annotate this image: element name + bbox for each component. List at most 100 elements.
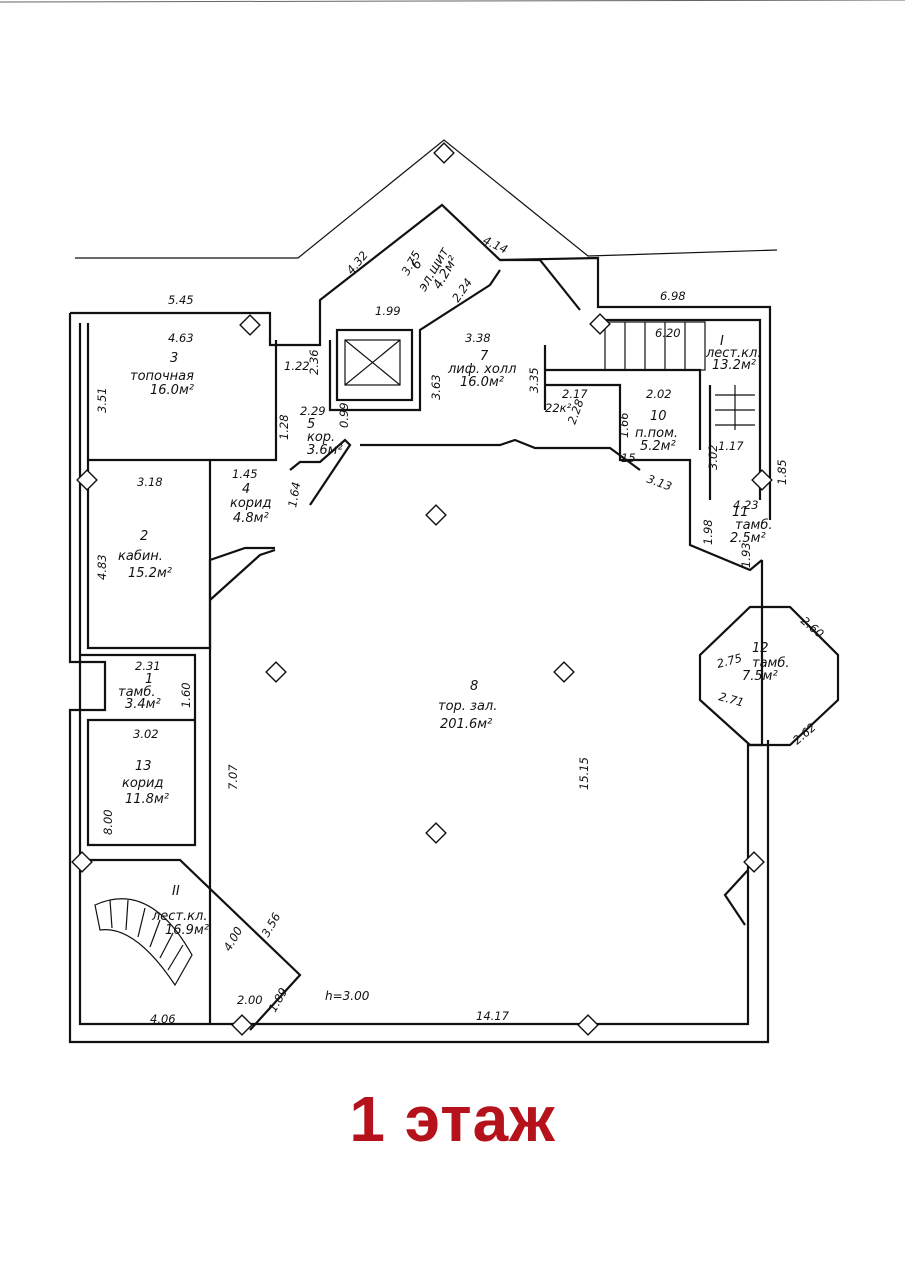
dim-label: 3.35 (527, 367, 541, 393)
room-12-number: 12 (752, 641, 769, 656)
dim-label: 4.14 (481, 233, 510, 257)
scan-edge (0, 0, 905, 3)
room-12-area: 7.5м² (742, 669, 778, 684)
room-ii-area: 16.9м² (165, 923, 209, 938)
room-8-area: 201.6м² (440, 717, 492, 732)
dim-label: 2.17 (562, 387, 588, 401)
room-1-area: 3.4м² (125, 697, 161, 712)
room-4-area: 4.8м² (233, 511, 269, 526)
room-2-name: кабин. (118, 549, 163, 564)
dim-label: 1.66 (617, 412, 631, 438)
dim-label: 3.56 (258, 910, 283, 939)
columns (71, 142, 773, 1036)
room-4-name: корид (230, 496, 272, 511)
ceiling-height-note: h=3.00 (325, 989, 370, 1003)
dim-label: 0.99 (337, 402, 351, 428)
room-11-number: 11 (732, 505, 749, 520)
dim-label: 1.85 (775, 459, 789, 485)
room-3-number: 3 (170, 351, 178, 366)
room-11-area: 2.5м² (730, 531, 766, 546)
dim-label: 1.93 (739, 542, 753, 568)
dim-label: 1.99 (375, 304, 401, 318)
room-2-area: 15.2м² (128, 566, 172, 581)
dim-label: 2.71 (717, 689, 745, 709)
room-ii-number: II (172, 884, 180, 899)
room-4-number: 4 (242, 482, 250, 497)
dim-label: 1.28 (277, 414, 291, 440)
dim-label: 3.38 (465, 331, 491, 345)
floor-title: 1 этаж (349, 1083, 556, 1155)
dim-label: 6.98 (660, 289, 686, 303)
dim-label: 2.36 (307, 349, 321, 375)
dim-label: 4.63 (168, 331, 194, 345)
room-8-number: 8 (470, 679, 478, 694)
dim-label: 3.13 (645, 472, 674, 494)
dim-label: 3.02 (706, 444, 720, 470)
room-5-number: 5 (307, 417, 315, 432)
site-boundary (75, 139, 778, 259)
staircase-i (604, 321, 755, 430)
staircase-ii (94, 898, 193, 987)
dim-label: 1.45 (232, 467, 258, 481)
room-10-number: 10 (650, 409, 667, 424)
outer-walls (68, 203, 772, 1044)
dim-label: 3.18 (137, 475, 163, 489)
dim-label: 1.17 (718, 439, 744, 453)
room-10-area: 5.2м² (640, 439, 676, 454)
room-13-number: 13 (135, 759, 152, 774)
room-1-number: 1 (145, 672, 153, 687)
room-i-number: I (720, 334, 724, 349)
dimension-labels: 5.45 4.63 3.51 3.18 4.83 2.31 1.60 3.02 … (95, 233, 827, 1026)
dim-label: 1.98 (701, 519, 715, 545)
lift-shaft (335, 328, 414, 402)
room-i-name: лест.кл. (705, 346, 761, 361)
room-2-number: 2 (140, 529, 148, 544)
dim-label: 1.60 (179, 682, 193, 708)
room-3-area: 16.0м² (150, 383, 194, 398)
dim-label: 2.29 (300, 404, 326, 418)
room-13-name: корид (122, 776, 164, 791)
dim-label: 1.22 (284, 359, 310, 373)
dim-label: 2.24 (449, 276, 475, 305)
dim-label: 2.75 (715, 651, 743, 671)
dim-label: 4.06 (150, 1012, 176, 1026)
dim-label: 3.02 (133, 727, 159, 741)
dim-label: 15 (621, 451, 636, 465)
room-10-name: п.пом. (635, 426, 678, 441)
bay-window (723, 869, 749, 926)
dim-label: 2.31 (135, 659, 161, 673)
room-5-name: кор. (307, 430, 335, 445)
dim-label: 15.15 (577, 757, 591, 790)
room-12-name: тамб. (752, 656, 790, 671)
room-ii-name: лест.кл. (151, 909, 207, 924)
room-1-name: тамб. (118, 685, 156, 700)
dim-label: 22к² (545, 401, 572, 415)
dim-label: 4.23 (733, 498, 759, 512)
room-7-number: 7 (480, 349, 489, 364)
dim-label: 2.00 (237, 993, 263, 1007)
room-3-name: топочная (130, 369, 194, 384)
room-11-name: тамб. (735, 518, 773, 533)
dim-label: 4.83 (95, 554, 109, 580)
room-8-name: тор. зал. (438, 699, 497, 714)
room-i-area: 13.2м² (712, 358, 756, 373)
dim-label: 2.62 (790, 720, 819, 747)
dim-label: 7.07 (226, 764, 240, 790)
dim-label: 1.64 (285, 481, 303, 509)
dim-label: 2.02 (646, 387, 672, 401)
dim-label: 8.00 (101, 809, 115, 835)
dim-label: 6.20 (655, 326, 681, 340)
room-7-area: 16.0м² (460, 375, 504, 390)
room-7-name: лиф. холл (447, 362, 516, 377)
dim-label: 5.45 (168, 293, 194, 307)
room-labels: 3 топочная 16.0м² 2 кабин. 15.2м² 1 тамб… (118, 245, 790, 938)
dim-label: 2.60 (798, 614, 827, 641)
room-13-area: 11.8м² (125, 792, 169, 807)
dim-label: 14.17 (476, 1009, 510, 1023)
floor-plan: 3 топочная 16.0м² 2 кабин. 15.2м² 1 тамб… (0, 0, 905, 1044)
room-5-area: 3.6м² (307, 443, 343, 458)
dim-label: 4.00 (220, 924, 245, 953)
dim-label: 3.51 (95, 387, 109, 413)
dim-label: 3.63 (429, 374, 443, 400)
vestibule-octagon (698, 605, 840, 747)
